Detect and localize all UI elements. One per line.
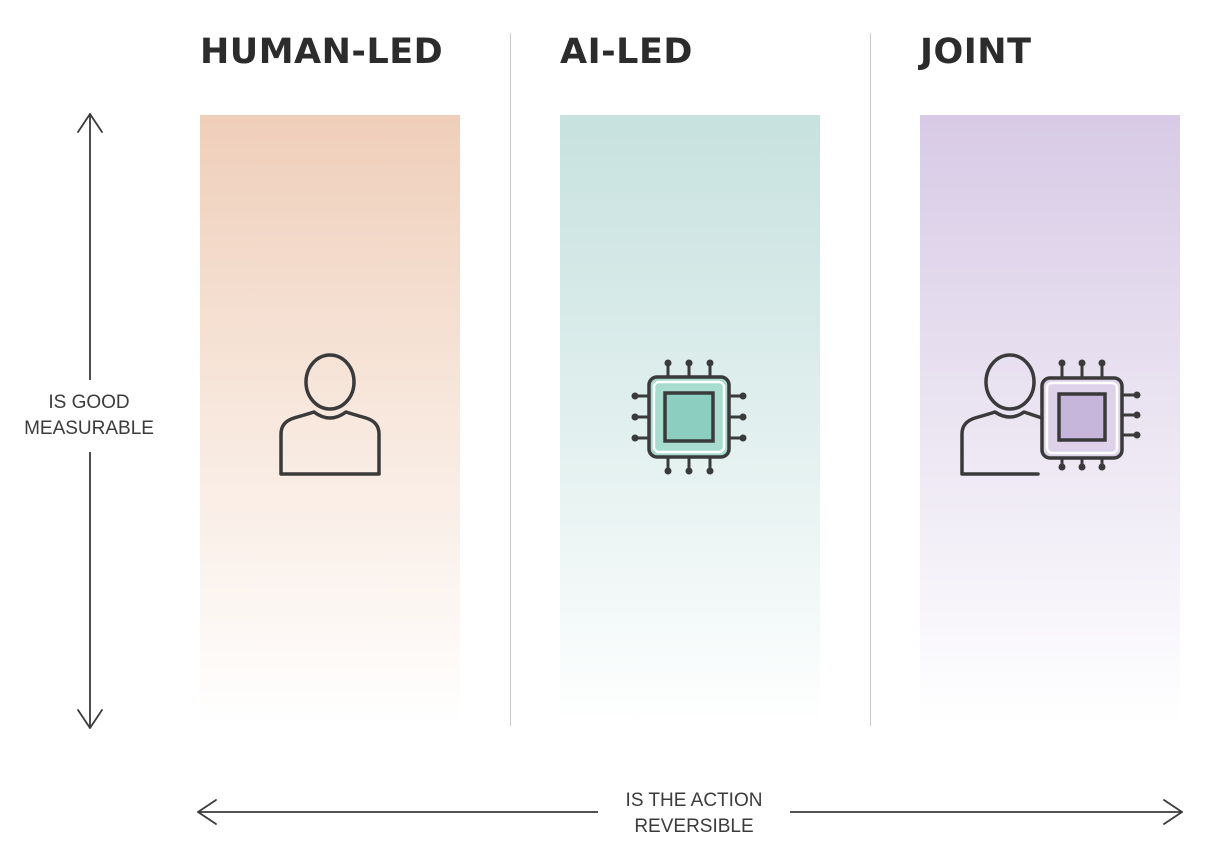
vertical-axis-label-line2: MEASURABLE bbox=[24, 418, 154, 439]
column-divider bbox=[870, 33, 871, 726]
person-icon bbox=[279, 353, 381, 476]
column-divider bbox=[510, 33, 511, 726]
horizontal-axis-label-line2: REVERSIBLE bbox=[634, 816, 754, 837]
human-led-panel bbox=[200, 115, 460, 725]
horizontal-axis-label: IS THE ACTION REVERSIBLE bbox=[598, 788, 790, 840]
person-chip-icon bbox=[960, 353, 1141, 476]
column-title-human-led: HUMAN-LED bbox=[200, 32, 444, 72]
horizontal-axis-label-line1: IS THE ACTION bbox=[625, 790, 763, 811]
vertical-axis-label: IS GOOD MEASURABLE bbox=[14, 380, 164, 452]
column-title-joint: JOINT bbox=[920, 32, 1032, 72]
column-title-ai-led: AI-LED bbox=[560, 32, 693, 72]
vertical-axis-label-line1: IS GOOD bbox=[48, 392, 130, 413]
chip-icon bbox=[631, 359, 747, 475]
